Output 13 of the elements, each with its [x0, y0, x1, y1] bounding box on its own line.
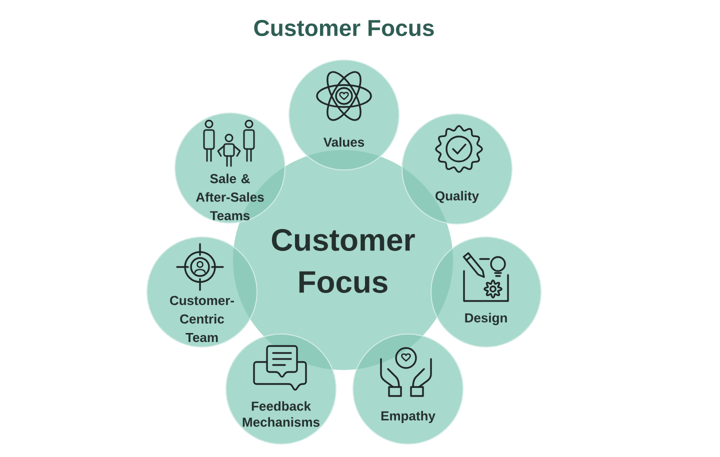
circle-node: Values [288, 60, 400, 170]
node-label: Empathy [381, 410, 436, 424]
node-label: Values [324, 137, 364, 147]
title: Customer Focus [254, 20, 434, 36]
circle-node: Sale & After-Sales Teams [174, 112, 286, 224]
circle-node: Empathy [352, 334, 464, 444]
circle-node: Design [430, 236, 542, 348]
node-label: Customer Focus [272, 229, 415, 293]
circle-node: Customer-Centric Team [146, 236, 258, 348]
circle-node: Feedback Mechanisms [226, 334, 336, 444]
node-label: Design [465, 312, 507, 326]
node-label: Feedback Mechanisms [242, 401, 320, 427]
circle-node: Quality [402, 114, 512, 224]
